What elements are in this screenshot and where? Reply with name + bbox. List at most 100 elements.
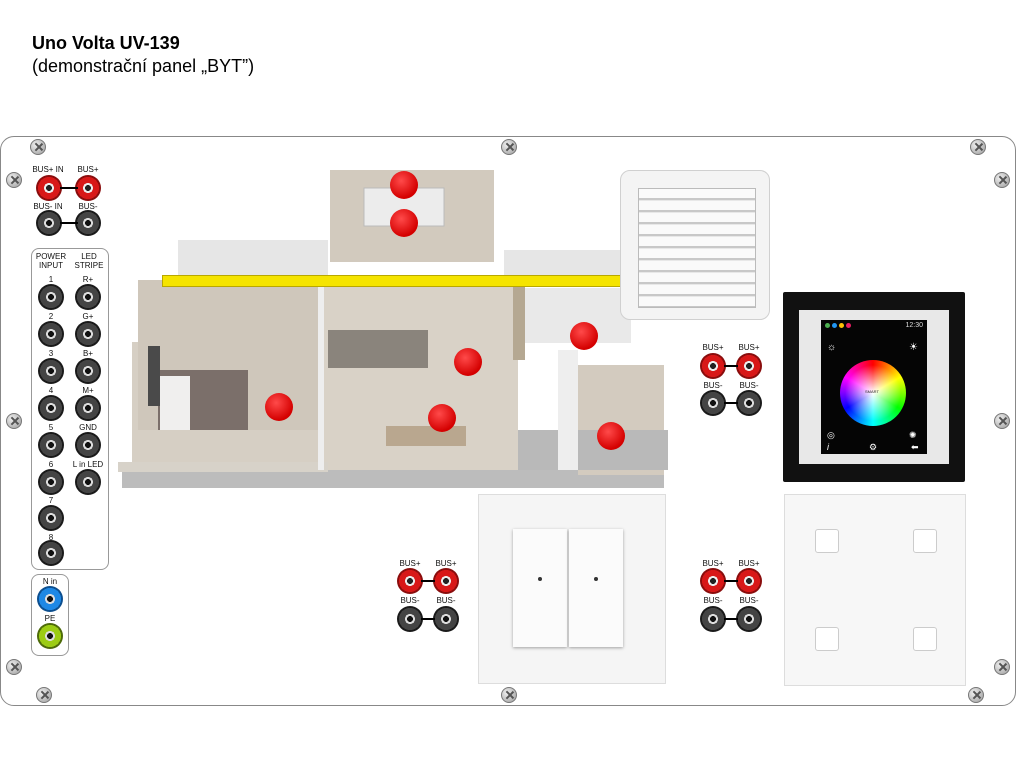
key-bottom-left[interactable]: [815, 627, 839, 651]
wire: [724, 618, 738, 620]
bus-minus-in-jack[interactable]: [36, 210, 62, 236]
light-marker[interactable]: [390, 209, 418, 237]
led-label: B+: [82, 349, 93, 358]
terminal-label: BUS+: [435, 559, 457, 568]
wire: [724, 580, 738, 582]
rocker-right[interactable]: [569, 529, 623, 647]
led-label: L in LED: [72, 460, 104, 469]
led-stripe-header: LED STRIPE: [74, 252, 104, 270]
brightness-up-icon[interactable]: ☀: [909, 342, 918, 353]
bus-plus-jack[interactable]: [700, 353, 726, 379]
terminal-label: BUS-: [739, 381, 759, 390]
screw: [6, 659, 22, 675]
settings-icon[interactable]: ⚙: [869, 442, 878, 452]
bus-minus-jack[interactable]: [736, 390, 762, 416]
key-top-left[interactable]: [815, 529, 839, 553]
terminal-label: BUS-: [703, 596, 723, 605]
light-marker[interactable]: [265, 393, 293, 421]
screw: [6, 172, 22, 188]
power-jack[interactable]: [38, 505, 64, 531]
bus-minus-jack[interactable]: [700, 606, 726, 632]
terminal-label: BUS-: [739, 596, 759, 605]
wire: [421, 580, 435, 582]
terminal-label: BUS-: [78, 202, 98, 211]
rocker-left[interactable]: [513, 529, 567, 647]
screw: [30, 139, 46, 155]
bus-plus-jack[interactable]: [433, 568, 459, 594]
led-jack[interactable]: [75, 432, 101, 458]
wire: [724, 402, 738, 404]
screw: [501, 139, 517, 155]
power-input-header: POWER INPUT: [35, 252, 67, 270]
light-marker[interactable]: [597, 422, 625, 450]
brightness-down-icon[interactable]: ☼: [827, 342, 837, 353]
bus-minus-jack[interactable]: [433, 606, 459, 632]
light-marker[interactable]: [454, 348, 482, 376]
touch-control-panel[interactable]: 12:30 SMART ☼ ☀ ◎ ✺ i ⚙ ⬅: [783, 292, 965, 482]
page-title: Uno Volta UV-139: [32, 33, 180, 53]
terminal-label: BUS-: [436, 596, 456, 605]
power-jack[interactable]: [38, 358, 64, 384]
screw: [970, 139, 986, 155]
bulb-icon[interactable]: ✺: [909, 430, 917, 440]
terminal-label: BUS+: [77, 165, 99, 174]
power-jack[interactable]: [38, 395, 64, 421]
bus-minus-jack[interactable]: [700, 390, 726, 416]
screw: [994, 172, 1010, 188]
bus-plus-jack[interactable]: [397, 568, 423, 594]
terminal-label: BUS+: [702, 343, 724, 352]
screw: [994, 659, 1010, 675]
terminal-label: BUS+: [738, 343, 760, 352]
wire: [60, 222, 78, 224]
bus-plus-jack[interactable]: [736, 353, 762, 379]
page-subtitle: (demonstrační panel „BYT”): [32, 56, 255, 76]
led-jack[interactable]: [75, 321, 101, 347]
led-jack[interactable]: [75, 395, 101, 421]
power-jack[interactable]: [38, 469, 64, 495]
led-stripe-bar: [162, 275, 624, 287]
led-jack[interactable]: [75, 284, 101, 310]
power-jack[interactable]: [38, 540, 64, 566]
wire: [421, 618, 435, 620]
power-label: 4: [48, 386, 54, 395]
four-key-touch-pad: [784, 494, 966, 686]
bus-minus-jack[interactable]: [736, 606, 762, 632]
n-in-jack[interactable]: [37, 586, 63, 612]
power-jack[interactable]: [38, 432, 64, 458]
n-in-label: N in: [42, 577, 58, 586]
status-bar: 12:30: [821, 320, 927, 334]
key-bottom-right[interactable]: [913, 627, 937, 651]
light-marker[interactable]: [428, 404, 456, 432]
led-jack[interactable]: [75, 358, 101, 384]
info-icon[interactable]: i: [827, 442, 829, 452]
terminal-label: BUS+ IN: [32, 165, 64, 174]
terminal-label: BUS+: [399, 559, 421, 568]
bus-plus-in-jack[interactable]: [36, 175, 62, 201]
power-jack[interactable]: [38, 284, 64, 310]
pe-jack[interactable]: [37, 623, 63, 649]
power-label: 6: [48, 460, 54, 469]
power-label: 5: [48, 423, 54, 432]
led-jack[interactable]: [75, 469, 101, 495]
touch-screen[interactable]: 12:30 SMART ☼ ☀ ◎ ✺ i ⚙ ⬅: [821, 320, 927, 454]
terminal-label: BUS- IN: [33, 202, 63, 211]
wire: [724, 365, 738, 367]
pe-label: PE: [44, 614, 56, 623]
back-icon[interactable]: ⬅: [911, 442, 919, 452]
color-wheel[interactable]: [840, 360, 906, 426]
screw: [501, 687, 517, 703]
bus-plus-jack[interactable]: [700, 568, 726, 594]
bus-minus-jack[interactable]: [397, 606, 423, 632]
color-mix-icon[interactable]: ◎: [827, 430, 835, 440]
screw: [994, 413, 1010, 429]
bus-plus-jack[interactable]: [75, 175, 101, 201]
bus-minus-jack[interactable]: [75, 210, 101, 236]
power-jack[interactable]: [38, 321, 64, 347]
led-label: GND: [79, 423, 97, 432]
light-marker[interactable]: [390, 171, 418, 199]
key-top-right[interactable]: [913, 529, 937, 553]
terminal-label: BUS-: [400, 596, 420, 605]
light-marker[interactable]: [570, 322, 598, 350]
bus-plus-jack[interactable]: [736, 568, 762, 594]
wire: [60, 187, 78, 189]
